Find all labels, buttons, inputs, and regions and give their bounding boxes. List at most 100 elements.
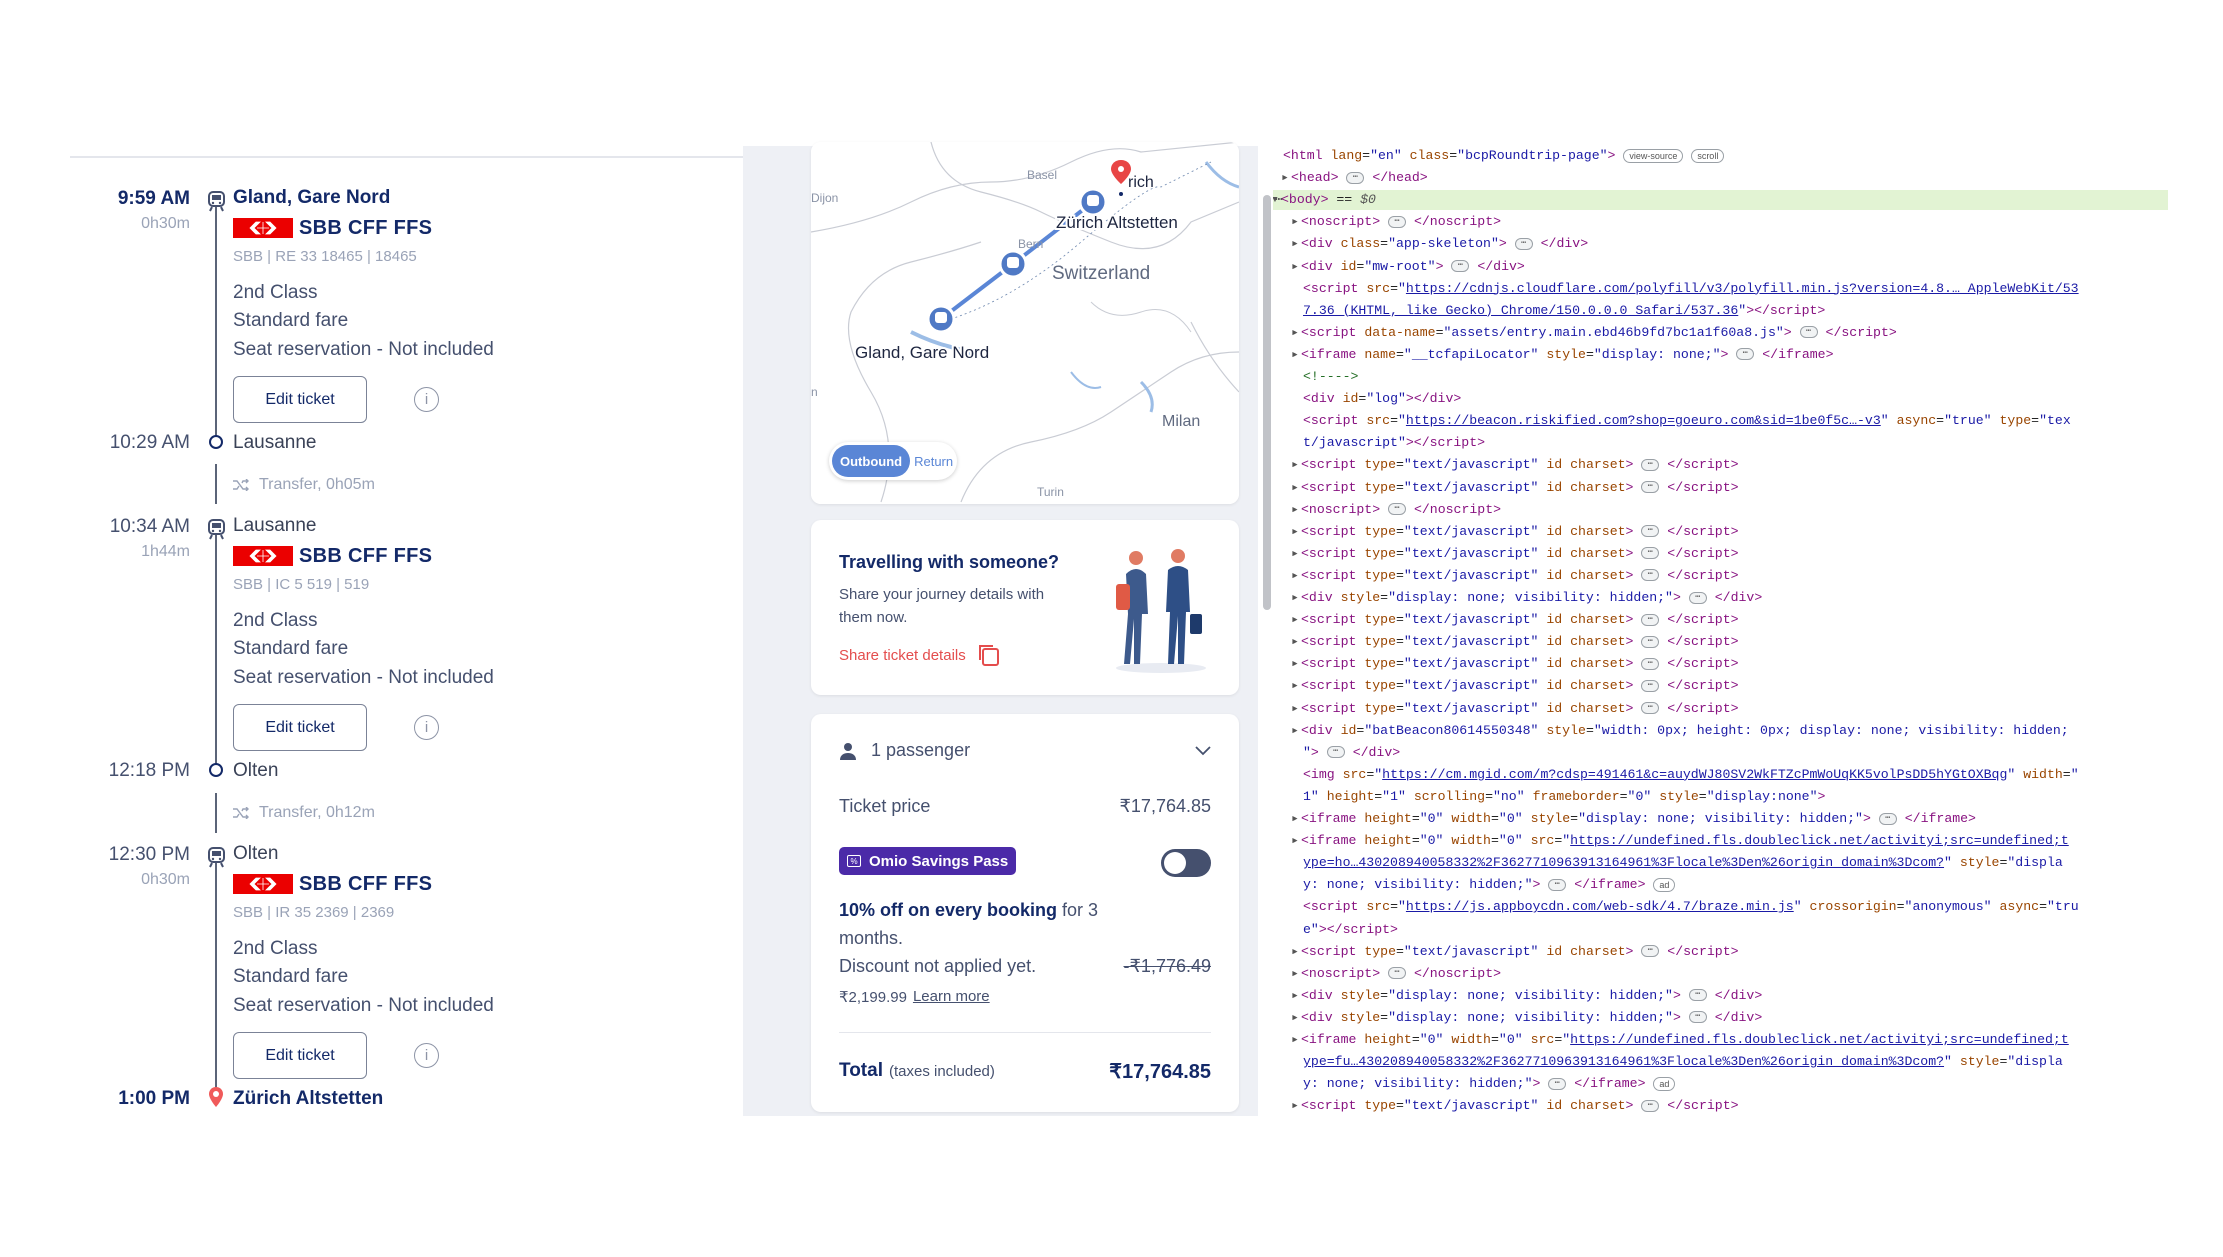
- dom-tree-line[interactable]: <script src="https://beacon.riskified.co…: [1273, 411, 2168, 431]
- dom-tree-line[interactable]: ▸<div id="batBeacon80614550348" style="w…: [1273, 721, 2168, 741]
- dom-tree-line-content: <script type="text/javascript" id charse…: [1301, 545, 1739, 561]
- passenger-selector[interactable]: 1 passenger: [839, 740, 1211, 761]
- expand-caret-icon[interactable]: ▸: [1291, 811, 1299, 826]
- expand-caret-icon[interactable]: ▸: [1291, 987, 1299, 1003]
- dom-tree-line[interactable]: ▸<script type="text/javascript" id chars…: [1273, 699, 2168, 719]
- expand-caret-icon[interactable]: ▸: [1291, 965, 1299, 981]
- route-toggle[interactable]: Outbound Return: [829, 442, 957, 480]
- expand-caret-icon[interactable]: ▸: [1291, 700, 1299, 716]
- dom-tree-line[interactable]: ype=fu…430208940058332%2F362771096391316…: [1273, 1052, 2168, 1072]
- edit-ticket-button[interactable]: Edit ticket: [233, 1032, 367, 1079]
- dom-tree-line-content: <div style="display: none; visibility: h…: [1301, 987, 1763, 1003]
- expand-caret-open-icon[interactable]: ▾: [1273, 192, 1279, 208]
- info-icon[interactable]: i: [414, 1043, 439, 1068]
- fare-type: Standard fare: [233, 310, 349, 331]
- dom-tree-line-content: y: none; visibility: hidden;"> ⋯ </ifram…: [1303, 877, 1676, 892]
- expand-caret-icon[interactable]: ▸: [1291, 214, 1299, 230]
- expand-caret-icon[interactable]: ▸: [1291, 634, 1299, 650]
- expand-caret-icon[interactable]: ▸: [1291, 236, 1299, 252]
- discount-label: Discount not applied yet.: [839, 956, 1037, 976]
- dom-tree-line[interactable]: ▸<script type="text/javascript" id chars…: [1273, 942, 2168, 962]
- expand-caret-icon[interactable]: ▸: [1291, 567, 1299, 583]
- dom-tree-line[interactable]: ▸<head> ⋯ </head>: [1273, 168, 2168, 188]
- dom-tree-line[interactable]: ▸<script type="text/javascript" id chars…: [1273, 544, 2168, 564]
- expand-caret-icon[interactable]: ▸: [1291, 324, 1299, 340]
- edit-ticket-button[interactable]: Edit ticket: [233, 376, 367, 423]
- dom-tree-line[interactable]: "> ⋯ </div>: [1273, 743, 2168, 763]
- dom-tree-line[interactable]: <div id="log"></div>: [1273, 389, 2168, 409]
- dom-tree-line[interactable]: ▸<script type="text/javascript" id chars…: [1273, 522, 2168, 542]
- info-icon[interactable]: i: [414, 715, 439, 740]
- dom-tree-line[interactable]: 7.36 (KHTML, like Gecko) Chrome/150.0.0.…: [1273, 301, 2168, 321]
- dom-tree-line[interactable]: ▸<script type="text/javascript" id chars…: [1273, 455, 2168, 475]
- dom-tree-line[interactable]: ▸<iframe height="0" width="0" src="https…: [1273, 831, 2168, 851]
- dom-tree-line[interactable]: ▸<div id="mw-root"> ⋯ </div>: [1273, 257, 2168, 277]
- dom-tree-line-content: ype=fu…430208940058332%2F362771096391316…: [1303, 1054, 2063, 1070]
- dom-tree-line[interactable]: <script src="https://js.appboycdn.com/we…: [1273, 897, 2168, 917]
- dom-tree-line[interactable]: ▸<script data-name="assets/entry.main.eb…: [1273, 323, 2168, 343]
- expand-caret-icon[interactable]: ▸: [1291, 545, 1299, 561]
- dom-tree-line[interactable]: ▸<div style="display: none; visibility: …: [1273, 588, 2168, 608]
- dom-tree-line[interactable]: ▸<script type="text/javascript" id chars…: [1273, 610, 2168, 630]
- dom-tree-line[interactable]: ▸<script type="text/javascript" id chars…: [1273, 654, 2168, 674]
- dom-tree-line[interactable]: e"></script>: [1273, 920, 2168, 940]
- learn-more-link[interactable]: Learn more: [912, 988, 990, 1005]
- dom-tree-line[interactable]: <!---->: [1273, 367, 2168, 387]
- dom-tree-line[interactable]: ▸<iframe height="0" width="0" src="https…: [1273, 1030, 2168, 1050]
- info-icon[interactable]: i: [414, 387, 439, 412]
- dom-tree-line[interactable]: ▸<script type="text/javascript" id chars…: [1273, 478, 2168, 498]
- dom-tree-line-content: 7.36 (KHTML, like Gecko) Chrome/150.0.0.…: [1303, 302, 1826, 318]
- savings-pass-toggle[interactable]: [1161, 849, 1211, 877]
- dom-tree-line[interactable]: ▸<script type="text/javascript" id chars…: [1273, 566, 2168, 586]
- expand-caret-icon[interactable]: ▸: [1291, 523, 1299, 539]
- dom-tree-line[interactable]: ▸<div style="display: none; visibility: …: [1273, 986, 2168, 1006]
- edit-ticket-button[interactable]: Edit ticket: [233, 704, 367, 751]
- dom-tree-line[interactable]: 1" height="1" scrolling="no" frameborder…: [1273, 787, 2168, 807]
- route-map-card[interactable]: Basel Dijon Bern rich Switzerland Milan …: [811, 142, 1239, 504]
- dom-tree-line[interactable]: ▸<div class="app-skeleton"> ⋯ </div>: [1273, 234, 2168, 254]
- dom-tree-line[interactable]: ype=ho…430208940058332%2F362771096391316…: [1273, 853, 2168, 873]
- return-tab[interactable]: Return: [914, 453, 954, 469]
- dom-tree-line[interactable]: ▸<script type="text/javascript" id chars…: [1273, 676, 2168, 696]
- dom-tree-line[interactable]: <script src="https://cdnjs.cloudflare.co…: [1273, 279, 2168, 299]
- dom-tree-line[interactable]: <img src="https://cm.mgid.com/m?cdsp=491…: [1273, 765, 2168, 785]
- expand-caret-icon[interactable]: ▸: [1291, 612, 1299, 628]
- expand-caret-icon[interactable]: ▸: [1291, 656, 1299, 672]
- dom-tree-line[interactable]: ⋯▾<body> == $0: [1273, 190, 2168, 211]
- dom-tree-line[interactable]: <html lang="en" class="bcpRoundtrip-page…: [1273, 146, 2168, 166]
- expand-caret-icon[interactable]: ▸: [1291, 501, 1299, 517]
- expand-caret-icon[interactable]: ▸: [1291, 346, 1299, 362]
- expand-caret-icon[interactable]: ▸: [1291, 1098, 1299, 1114]
- dom-tree-line[interactable]: ▸<iframe height="0" width="0" style="dis…: [1273, 809, 2168, 829]
- expand-caret-icon[interactable]: ▸: [1291, 833, 1299, 849]
- travellers-illustration-icon: [1116, 549, 1206, 673]
- expand-caret-icon[interactable]: ▸: [1291, 722, 1299, 738]
- expand-caret-icon[interactable]: ▸: [1291, 457, 1299, 473]
- expand-caret-icon[interactable]: ▸: [1291, 590, 1299, 605]
- expand-caret-icon[interactable]: ▸: [1281, 170, 1289, 186]
- expand-caret-icon[interactable]: ▸: [1291, 1032, 1299, 1047]
- dom-tree-line-content: <script type="text/javascript" id charse…: [1301, 1098, 1739, 1114]
- outbound-tab[interactable]: Outbound: [832, 445, 911, 477]
- dom-tree-line[interactable]: ▸<noscript> ⋯ </noscript>: [1273, 500, 2168, 520]
- expand-caret-icon[interactable]: ▸: [1291, 1009, 1299, 1025]
- share-link-label[interactable]: Share ticket details: [839, 646, 966, 664]
- dom-tree-line[interactable]: y: none; visibility: hidden;"> ⋯ </ifram…: [1273, 875, 2168, 895]
- dom-tree-line[interactable]: ▸<script type="text/javascript" id chars…: [1273, 632, 2168, 652]
- chevron-down-icon[interactable]: [1195, 745, 1211, 756]
- share-ticket-link[interactable]: Share ticket details: [839, 642, 1002, 668]
- operator-name: SBB CFF FFS: [299, 216, 433, 239]
- page-scrollbar[interactable]: [1263, 195, 1271, 610]
- dom-tree-line[interactable]: ▸<noscript> ⋯ </noscript>: [1273, 212, 2168, 232]
- dom-tree-line[interactable]: t/javascript"></script>: [1273, 433, 2168, 453]
- dom-tree-line[interactable]: ▸<script type="text/javascript" id chars…: [1273, 1096, 2168, 1116]
- expand-caret-icon[interactable]: ▸: [1291, 943, 1299, 959]
- copy-icon[interactable]: [976, 642, 1002, 668]
- expand-caret-icon[interactable]: ▸: [1291, 479, 1299, 495]
- dom-tree-line[interactable]: ▸<iframe name="__tcfapiLocator" style="d…: [1273, 345, 2168, 365]
- dom-tree-line[interactable]: y: none; visibility: hidden;"> ⋯ </ifram…: [1273, 1074, 2168, 1094]
- expand-caret-icon[interactable]: ▸: [1291, 258, 1299, 274]
- expand-caret-icon[interactable]: ▸: [1291, 678, 1299, 694]
- dom-tree-line[interactable]: ▸<div style="display: none; visibility: …: [1273, 1008, 2168, 1028]
- dom-tree-line[interactable]: ▸<noscript> ⋯ </noscript>: [1273, 964, 2168, 984]
